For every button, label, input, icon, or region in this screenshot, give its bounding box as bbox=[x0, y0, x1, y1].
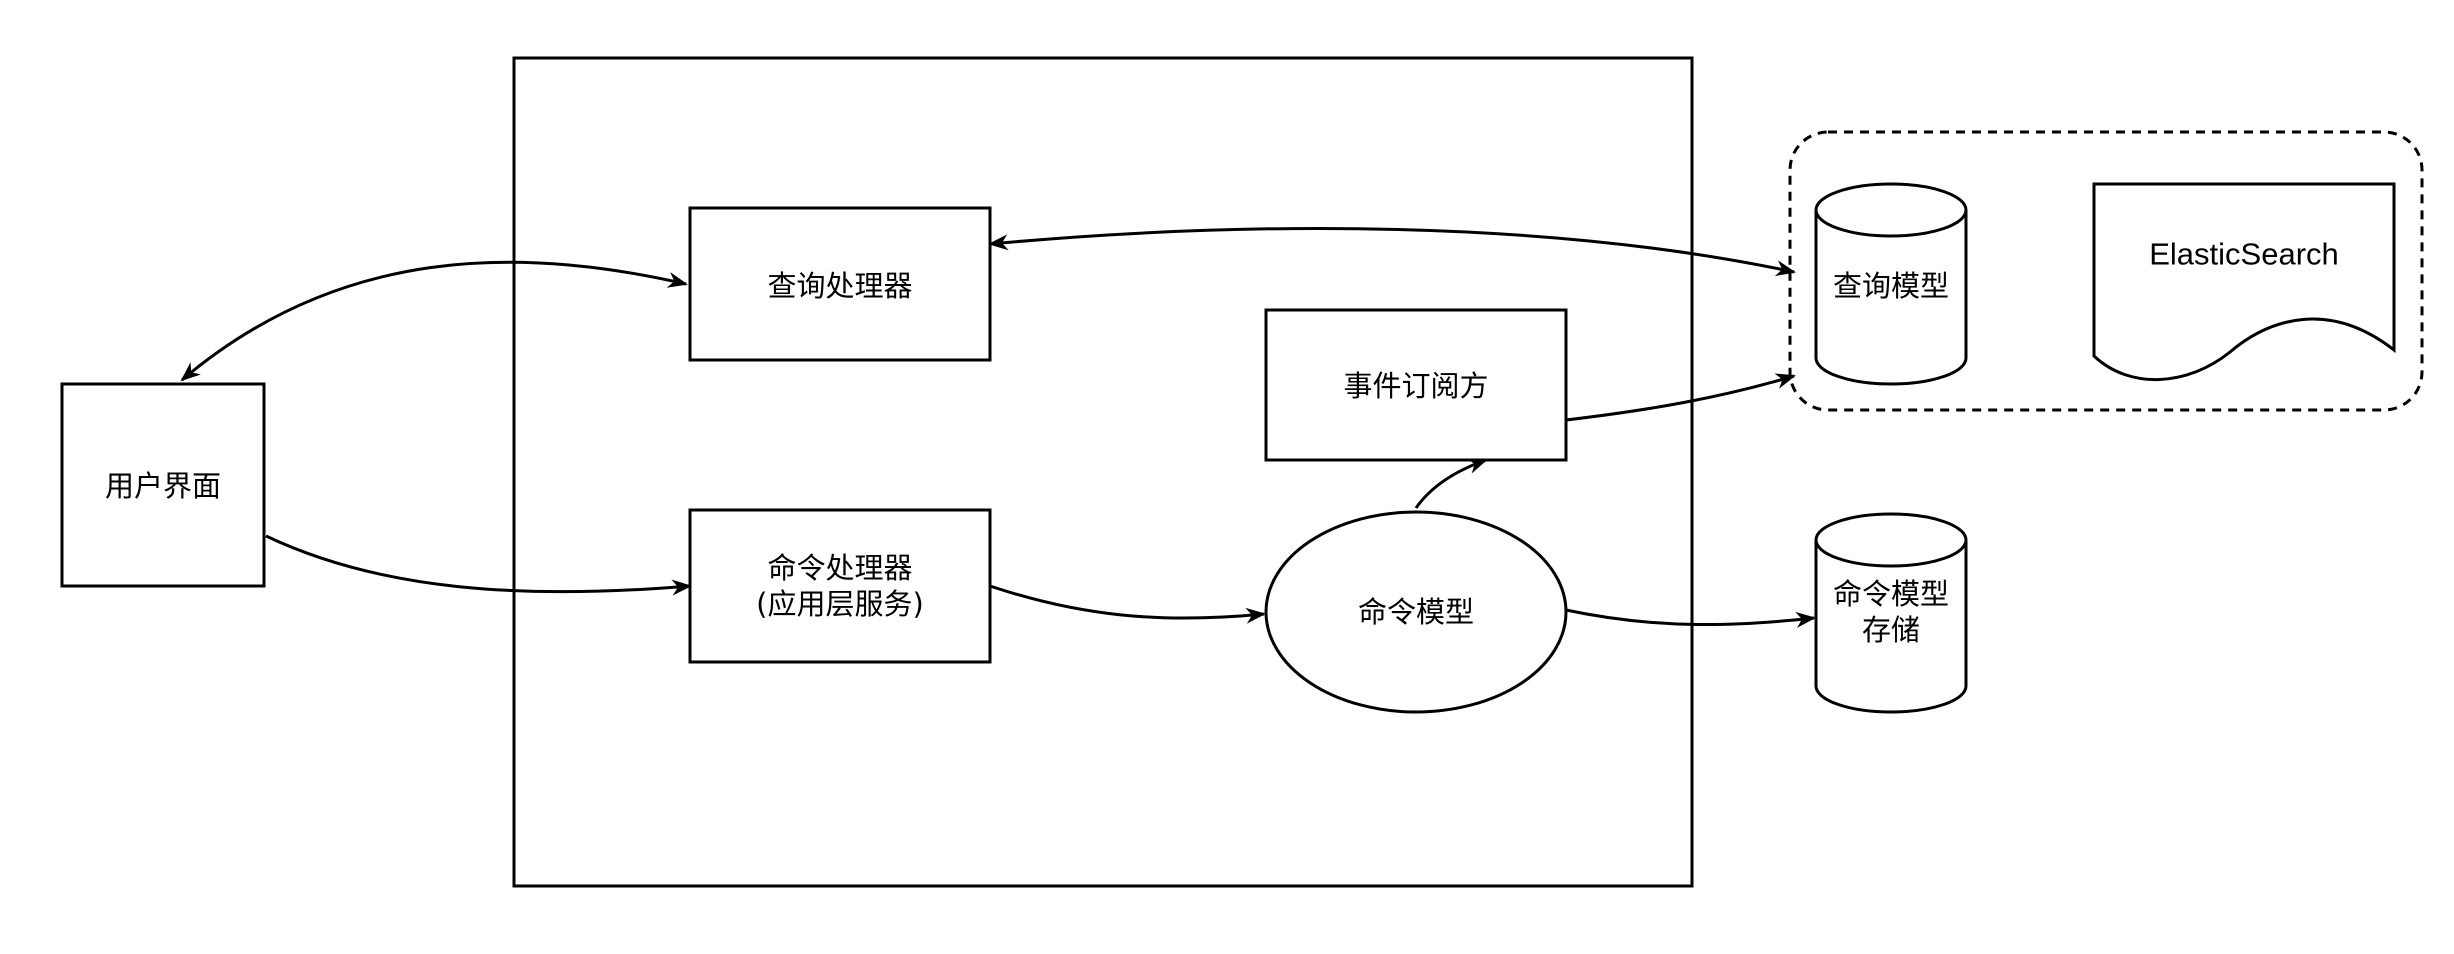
node-elasticsearch-document: ElasticSearch bbox=[2092, 182, 2396, 382]
node-event-subscriber: 事件订阅方 bbox=[1264, 308, 1568, 462]
edge-event-subscriber-query-model bbox=[1565, 373, 1796, 422]
node-command-model-store-line1: 命令模型 bbox=[1833, 577, 1949, 611]
node-command-handler: 命令处理器 (应用层服务) bbox=[688, 508, 992, 664]
node-elasticsearch-label: ElasticSearch bbox=[2149, 237, 2339, 272]
node-user-interface-label: 用户界面 bbox=[105, 469, 221, 503]
edge-command-handler-command-model bbox=[989, 584, 1266, 624]
node-command-model-label: 命令模型 bbox=[1358, 595, 1474, 629]
node-query-handler-label: 查询处理器 bbox=[767, 269, 912, 303]
application-boundary bbox=[512, 56, 1694, 888]
edge-query-handler-ui bbox=[180, 260, 688, 382]
node-query-model-label: 查询模型 bbox=[1833, 269, 1949, 303]
node-command-model-store-database: 命令模型 存储 bbox=[1814, 512, 1968, 714]
edge-query-handler-query-model bbox=[988, 227, 1796, 277]
node-query-model-database: 查询模型 bbox=[1814, 182, 1968, 386]
query-store-group bbox=[1788, 130, 2424, 412]
edge-command-model-store bbox=[1565, 608, 1816, 628]
node-command-handler-line1: 命令处理器 bbox=[767, 551, 912, 585]
node-command-model-store-line2: 存储 bbox=[1862, 613, 1920, 647]
node-command-model: 命令模型 bbox=[1264, 510, 1568, 714]
edge-command-model-event-subscriber bbox=[1414, 458, 1488, 509]
edge-ui-command-handler bbox=[265, 534, 692, 596]
node-command-handler-line2: (应用层服务) bbox=[756, 587, 924, 621]
node-user-interface: 用户界面 bbox=[60, 382, 266, 588]
node-event-subscriber-label: 事件订阅方 bbox=[1343, 369, 1488, 403]
node-query-handler: 查询处理器 bbox=[688, 206, 992, 362]
